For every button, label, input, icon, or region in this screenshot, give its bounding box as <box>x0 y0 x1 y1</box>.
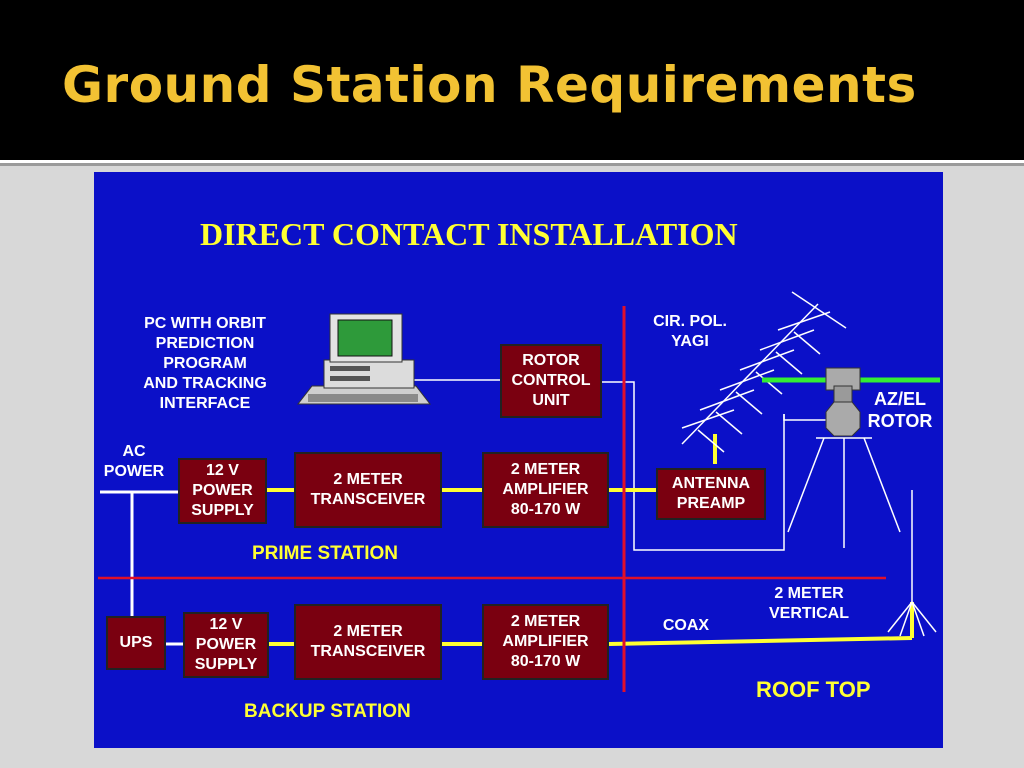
yagi-antenna-icon <box>681 291 847 453</box>
diagram-panel: DIRECT CONTACT INSTALLATION PC WITH ORBI… <box>94 172 943 748</box>
rotor-control-unit-box: ROTOR CONTROL UNIT <box>500 344 602 418</box>
vertical-label: 2 METER VERTICAL <box>769 585 849 622</box>
backup-coax-to-vertical <box>608 636 913 646</box>
prime-power-supply-box: 12 V POWER SUPPLY <box>178 458 267 524</box>
rotor-control-cable <box>602 381 785 551</box>
yagi-label: CIR. POL. YAGI <box>653 313 727 350</box>
prime-station-label: PRIME STATION <box>252 543 399 564</box>
diagram-title: DIRECT CONTACT INSTALLATION <box>200 216 738 252</box>
roof-top-label: ROOF TOP <box>756 677 871 702</box>
prime-transceiver-box: 2 METER TRANSCEIVER <box>294 452 442 528</box>
slide-title: Ground Station Requirements <box>62 56 917 114</box>
rotor-label: AZ/EL ROTOR <box>867 389 933 431</box>
ups-box: UPS <box>106 616 166 670</box>
slide-header: Ground Station Requirements <box>0 0 1024 160</box>
header-divider-shadow <box>0 163 1024 166</box>
backup-station-label: BACKUP STATION <box>244 701 411 722</box>
header-divider <box>0 160 1024 163</box>
rotor-cable-tail <box>783 414 829 421</box>
prime-amplifier-box: 2 METER AMPLIFIER 80-170 W <box>482 452 609 528</box>
pc-label: PC WITH ORBIT PREDICTION PROGRAM AND TRA… <box>143 315 267 412</box>
diagram-wiring <box>98 291 940 692</box>
az-el-rotor-icon <box>825 367 861 437</box>
pc-icon <box>296 313 432 405</box>
vertical-antenna-icon <box>887 490 937 637</box>
antenna-preamp-box: ANTENNA PREAMP <box>656 468 766 520</box>
tower-icon <box>787 437 901 548</box>
backup-power-supply-box: 12 V POWER SUPPLY <box>183 612 269 678</box>
backup-amplifier-box: 2 METER AMPLIFIER 80-170 W <box>482 604 609 680</box>
backup-transceiver-box: 2 METER TRANSCEIVER <box>294 604 442 680</box>
coax-label: COAX <box>662 617 710 634</box>
ac-power-label: AC POWER <box>103 443 165 480</box>
